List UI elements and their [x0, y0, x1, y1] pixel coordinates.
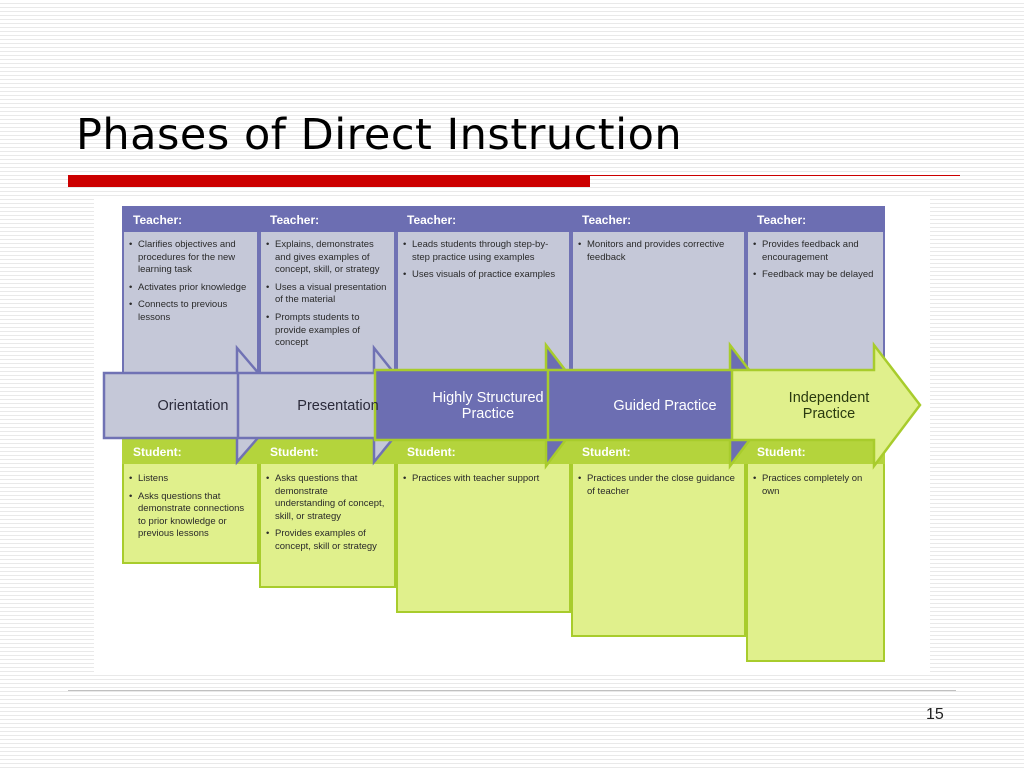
teacher-list-independent: Provides feedback and encouragementFeedb…	[752, 239, 877, 287]
phase-arrows	[102, 341, 922, 470]
student-header-guided: Student:	[571, 438, 746, 464]
teacher-item: Feedback may be delayed	[752, 269, 877, 282]
student-list-highly-structured: Practices with teacher support	[402, 473, 563, 491]
teacher-header-highly-structured: Teacher:	[396, 206, 571, 232]
teacher-header-orientation: Teacher:	[122, 206, 259, 232]
teacher-header-independent: Teacher:	[746, 206, 885, 232]
student-item: Asks questions that demonstrate understa…	[265, 473, 388, 523]
teacher-item: Uses a visual presentation of the materi…	[265, 282, 388, 307]
teacher-item: Leads students through step-by-step prac…	[402, 239, 563, 264]
teacher-list-highly-structured: Leads students through step-by-step prac…	[402, 239, 563, 287]
phase-label-presentation: Presentation	[297, 398, 379, 414]
teacher-item: Activates prior knowledge	[128, 282, 251, 295]
student-header-highly-structured: Student:	[396, 438, 571, 464]
teacher-item: Uses visuals of practice examples	[402, 269, 563, 282]
student-list-independent: Practices completely on own	[752, 473, 877, 503]
student-item: Practices under the close guidance of te…	[577, 473, 738, 498]
student-list-guided: Practices under the close guidance of te…	[577, 473, 738, 503]
teacher-list-orientation: Clarifies objectives and procedures for …	[128, 239, 251, 330]
student-header-independent: Student:	[746, 438, 885, 464]
teacher-item: Connects to previous lessons	[128, 299, 251, 324]
teacher-header-guided: Teacher:	[571, 206, 746, 232]
title-underline-thick	[68, 175, 590, 187]
student-item: Practices completely on own	[752, 473, 877, 498]
arrow-independent	[730, 341, 922, 470]
teacher-item: Explains, demonstrates and gives example…	[265, 239, 388, 277]
footer-divider	[68, 690, 956, 691]
phase-label-guided: Guided Practice	[613, 398, 717, 414]
student-item: Provides examples of concept, skill or s…	[265, 528, 388, 553]
student-list-presentation: Asks questions that demonstrate understa…	[265, 473, 388, 559]
student-list-orientation: ListensAsks questions that demonstrate c…	[128, 473, 251, 546]
student-item: Listens	[128, 473, 251, 486]
phase-label-independent: Independent Practice	[788, 390, 870, 422]
page-number: 15	[926, 706, 944, 723]
teacher-column-highly-structured	[396, 206, 571, 380]
title-underline-thin	[590, 175, 960, 176]
teacher-item: Monitors and provides corrective feedbac…	[577, 239, 738, 264]
teacher-item: Provides feedback and encouragement	[752, 239, 877, 264]
phase-label-highly-structured: Highly Structured Practice	[432, 390, 544, 422]
teacher-list-guided: Monitors and provides corrective feedbac…	[577, 239, 738, 269]
student-column-highly-structured	[396, 438, 571, 613]
phases-diagram: Teacher: Clarifies objectives and procedu…	[94, 196, 930, 672]
student-item: Practices with teacher support	[402, 473, 563, 486]
phase-label-orientation: Orientation	[157, 398, 229, 414]
slide-title: Phases of Direct Instruction	[76, 110, 683, 160]
teacher-list-presentation: Explains, demonstrates and gives example…	[265, 239, 388, 355]
student-item: Asks questions that demonstrate connecti…	[128, 491, 251, 541]
teacher-item: Clarifies objectives and procedures for …	[128, 239, 251, 277]
teacher-header-presentation: Teacher:	[259, 206, 396, 232]
teacher-item: Prompts students to provide examples of …	[265, 312, 388, 350]
student-column-guided	[571, 438, 746, 637]
